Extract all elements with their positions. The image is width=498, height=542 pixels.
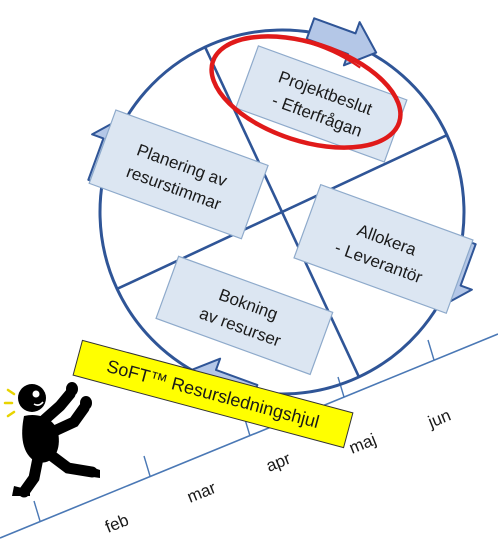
box-planning: Planering av resurstimmar [88, 109, 269, 240]
figure-hand [66, 382, 78, 396]
month-label-maj: maj [346, 430, 379, 458]
figure-body [22, 414, 59, 463]
highlight-ring-stroke [246, 35, 361, 69]
figure-shoe [86, 466, 100, 478]
month-label-apr: apr [263, 449, 293, 476]
wheel-spoke [116, 133, 448, 291]
box-booking: Bokning av resurser [155, 255, 334, 376]
box-project-decision: Projektbeslut - Efterfrågan [235, 45, 408, 163]
figure-head [18, 384, 46, 412]
timeline-axis [0, 333, 498, 539]
rotation-arrow-top [305, 17, 378, 67]
timeline-ticks [33, 339, 435, 522]
month-label-jun: jun [424, 406, 453, 432]
timeline-tick [33, 500, 41, 522]
figure-motion-lines [3, 388, 16, 418]
month-label-feb: feb [102, 510, 131, 536]
timeline-tick [337, 376, 345, 398]
timeline-tick [427, 339, 435, 361]
highlight-ring [209, 34, 403, 150]
box-allocate: Allokera - Leverantör [293, 183, 474, 315]
timeline: feb mar apr maj jun [0, 333, 498, 539]
stick-figure-pushing-icon [3, 382, 100, 498]
figure-legs [18, 450, 98, 498]
month-label-mar: mar [184, 478, 219, 507]
highlight-ring-outer [209, 34, 403, 150]
figure-shoe [12, 486, 30, 496]
figure-hand [80, 396, 92, 410]
banner-background [72, 339, 354, 449]
timeline-tick [143, 455, 151, 477]
